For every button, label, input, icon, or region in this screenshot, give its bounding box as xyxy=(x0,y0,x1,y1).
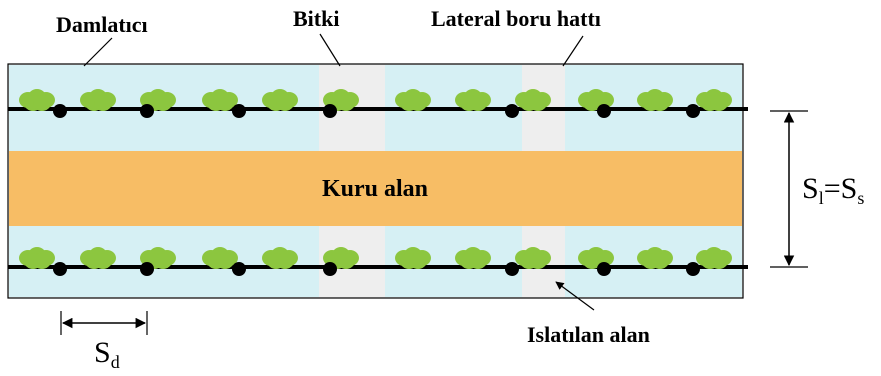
emitter-dot xyxy=(140,262,154,276)
emitter-dot xyxy=(686,104,700,118)
plant-icon xyxy=(140,89,176,111)
plant-icon xyxy=(19,247,55,269)
plants-bottom-row xyxy=(19,247,732,269)
plant-leader-line xyxy=(319,33,341,67)
plant-icon xyxy=(696,247,732,269)
plant-icon xyxy=(395,247,431,269)
plant-icon xyxy=(202,247,238,269)
emitter-dot xyxy=(140,104,154,118)
emitters-top-row xyxy=(53,104,700,118)
plant-icon xyxy=(515,247,551,269)
dry-area xyxy=(9,151,742,226)
plant-icon xyxy=(262,89,298,111)
plant-icon xyxy=(637,247,673,269)
plant-icon xyxy=(323,89,359,111)
plant-icon xyxy=(80,89,116,111)
plant-icon xyxy=(455,247,491,269)
emitters-bottom-row xyxy=(53,262,700,276)
emitter-dot xyxy=(505,104,519,118)
emitter-label: Damlatıcı xyxy=(56,12,148,37)
plant-icon xyxy=(395,89,431,111)
emitter-dot xyxy=(323,104,337,118)
plant-icon xyxy=(578,89,614,111)
wetted-area-label: Islatılan alan xyxy=(527,322,650,347)
emitter-dot xyxy=(597,104,611,118)
emitter-dot xyxy=(232,262,246,276)
plant-icon xyxy=(578,247,614,269)
emitter-dot xyxy=(686,262,700,276)
lateral-label: Lateral boru hattı xyxy=(431,6,601,31)
plants-top-row xyxy=(19,89,732,111)
emitter-leader-line xyxy=(83,37,113,67)
plant-icon xyxy=(455,89,491,111)
plant-label: Bitki xyxy=(293,6,339,31)
plant-icon xyxy=(637,89,673,111)
plant-icon xyxy=(140,247,176,269)
plant-icon xyxy=(515,89,551,111)
plant-icon xyxy=(19,89,55,111)
emitter-dot xyxy=(505,262,519,276)
emitter-dot xyxy=(232,104,246,118)
plant-icon xyxy=(696,89,732,111)
emitter-dot xyxy=(53,262,67,276)
lateral-leader-line xyxy=(562,35,584,67)
emitter-dot xyxy=(323,262,337,276)
dry-area-label: Kuru alan xyxy=(322,176,428,202)
lateral-spacing-label: Sl=Ss xyxy=(802,172,864,208)
emitter-dot xyxy=(53,104,67,118)
emitter-dot xyxy=(597,262,611,276)
plant-icon xyxy=(80,247,116,269)
emitter-spacing-label: Sd xyxy=(94,336,120,372)
wetted-area-arrow xyxy=(555,281,595,311)
plant-icon xyxy=(202,89,238,111)
plant-icon xyxy=(262,247,298,269)
